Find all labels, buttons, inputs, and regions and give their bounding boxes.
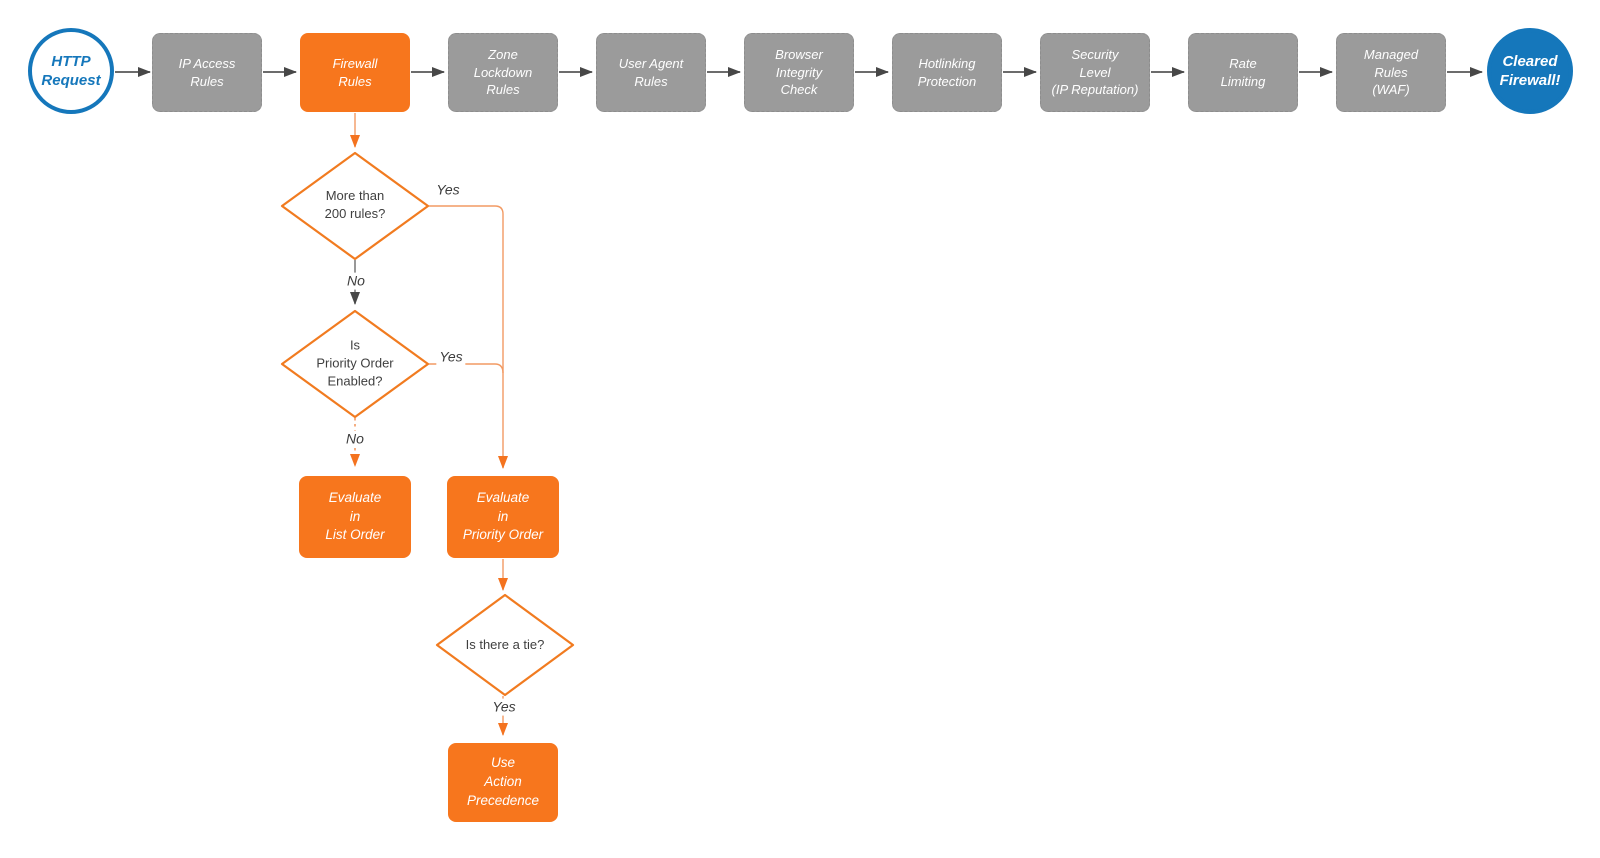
- node-firewall-rules: Firewall Rules: [300, 33, 410, 112]
- node-zone-lockdown-rules: Zone Lockdown Rules: [448, 33, 558, 112]
- node-managed-rules-waf-label: Managed Rules (WAF): [1363, 47, 1419, 98]
- node-zone-lockdown-rules-label: Zone Lockdown Rules: [473, 47, 533, 98]
- decision2-diamond: [280, 309, 430, 419]
- node-use-action-precedence: Use Action Precedence: [448, 743, 558, 822]
- node-security-level: Security Level (IP Reputation): [1040, 33, 1150, 112]
- node-cleared-firewall: Cleared Firewall!: [1487, 28, 1573, 114]
- decision1-label: More than 200 rules?: [324, 187, 386, 221]
- decision3-diamond: [435, 593, 575, 697]
- decision1-diamond: [280, 151, 430, 261]
- edge-decision2-yes: [429, 363, 504, 374]
- edge-label-decision1-no: No: [344, 272, 368, 290]
- edge-label-decision3-yes: Yes: [489, 698, 519, 716]
- decision2-label: Is Priority Order Enabled?: [316, 337, 394, 390]
- node-http-request: HTTP Request: [28, 28, 114, 114]
- node-rate-limiting: Rate Limiting: [1188, 33, 1298, 112]
- node-ip-access-rules: IP Access Rules: [152, 33, 262, 112]
- edge-label-decision1-yes: Yes: [433, 181, 463, 199]
- edge-label-decision2-no: No: [343, 430, 367, 448]
- node-user-agent-rules-label: User Agent Rules: [618, 55, 684, 89]
- decision3-label: Is there a tie?: [465, 636, 545, 652]
- edge-decision1-yes: [429, 205, 508, 469]
- node-use-action-precedence-label: Use Action Precedence: [466, 755, 540, 808]
- edge-label-decision2-yes: Yes: [436, 348, 466, 366]
- node-http-request-label: HTTP Request: [41, 52, 101, 90]
- node-hotlinking-protection-label: Hotlinking Protection: [917, 55, 977, 89]
- node-evaluate-list-order: Evaluate in List Order: [299, 476, 411, 558]
- node-user-agent-rules: User Agent Rules: [596, 33, 706, 112]
- node-browser-integrity-check: Browser Integrity Check: [744, 33, 854, 112]
- node-cleared-firewall-label: Cleared Firewall!: [1499, 52, 1561, 90]
- node-browser-integrity-check-label: Browser Integrity Check: [775, 47, 823, 98]
- node-security-level-label: Security Level (IP Reputation): [1051, 47, 1139, 98]
- node-rate-limiting-label: Rate Limiting: [1220, 55, 1266, 89]
- node-firewall-rules-label: Firewall Rules: [332, 55, 378, 89]
- node-ip-access-rules-label: IP Access Rules: [178, 55, 236, 89]
- node-hotlinking-protection: Hotlinking Protection: [892, 33, 1002, 112]
- node-evaluate-list-order-label: Evaluate in List Order: [325, 489, 385, 543]
- node-evaluate-priority-order: Evaluate in Priority Order: [447, 476, 559, 558]
- node-evaluate-priority-order-label: Evaluate in Priority Order: [462, 489, 544, 543]
- node-managed-rules-waf: Managed Rules (WAF): [1336, 33, 1446, 112]
